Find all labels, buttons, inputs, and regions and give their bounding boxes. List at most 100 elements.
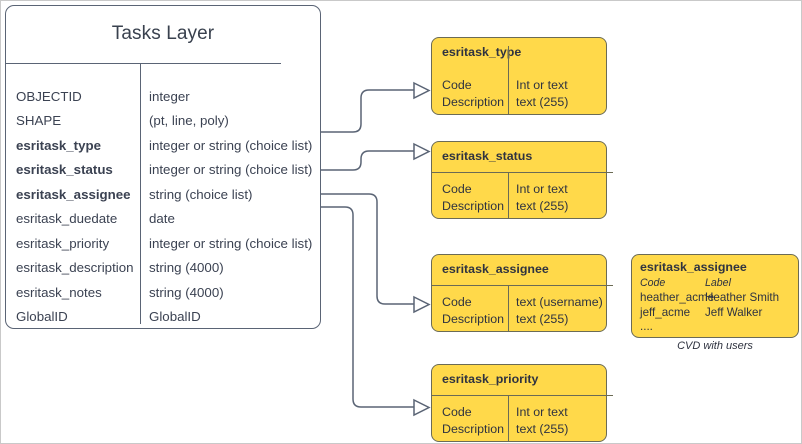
field-name: esritask_status [16,162,113,178]
table-row: Description text (255) [432,94,606,112]
domain-row-value: Int or text [516,404,568,419]
table-row[interactable]: esritask_assignee string (choice list) [6,182,320,207]
field-name: esritask_duedate [16,211,118,227]
list-item: .... [632,320,798,335]
cvd-caption: CVD with users [677,340,753,352]
domain-title: esritask_type [442,45,522,59]
entity-title-divider [6,63,281,64]
arrowhead-status [413,142,431,161]
domain-row-value: text (255) [516,312,569,327]
table-row: Code Int or text [432,403,606,421]
list-item: heather_acme Heather Smith [632,291,798,306]
table-row[interactable]: esritask_priority integer or string (cho… [6,231,320,256]
connector-assignee [321,193,414,305]
table-row[interactable]: GlobalID GlobalID [6,305,320,330]
field-name: SHAPE [16,113,62,129]
field-name: OBJECTID [16,88,82,104]
domain-row-value: text (255) [516,199,569,214]
field-type: GlobalID [149,309,201,325]
entity-tasks-layer[interactable]: Tasks Layer OBJECTID integer SHAPE (pt, … [5,5,321,329]
table-row[interactable]: esritask_duedate date [6,207,320,232]
table-row[interactable]: OBJECTID integer [6,84,320,109]
table-row: Description text (255) [432,311,606,329]
domain-body: Code text (username) Description text (2… [432,293,606,328]
domain-header-divider [432,172,613,173]
domain-body: Code Int or text Description text (255) [432,403,606,438]
field-type: string (choice list) [149,186,253,202]
cvd-title: esritask_assignee [640,260,747,274]
field-name: esritask_description [16,260,134,276]
table-row: Code text (username) [432,293,606,311]
field-type: date [149,211,175,227]
connector-status [321,150,414,171]
domain-body: Code Int or text Description text (255) [432,76,606,111]
domain-row-label: Description [442,199,504,214]
domain-row-label: Code [442,77,472,92]
domain-column-divider [508,172,509,218]
field-name: esritask_notes [16,284,102,300]
table-row: Description text (255) [432,198,606,216]
domain-title: esritask_status [442,149,533,163]
page-title: Tasks Layer [111,23,215,44]
domain-row-label: Code [442,404,472,419]
domain-title: esritask_assignee [442,262,549,276]
domain-row-label: Code [442,181,472,196]
field-type: (pt, line, poly) [149,113,229,129]
cvd-sample-box[interactable]: esritask_assignee Code Label heather_acm… [631,254,799,338]
domain-row-label: Description [442,95,504,110]
field-type: string (4000) [149,260,224,276]
cvd-code: jeff_acme [640,305,691,319]
domain-row-label: Description [442,312,504,327]
table-row: Code Int or text [432,76,606,94]
arrowhead-priority [413,398,431,417]
cvd-code: heather_acme [640,291,715,305]
domain-row-value: text (255) [516,422,569,437]
table-row[interactable]: esritask_notes string (4000) [6,280,320,305]
domain-title: esritask_priority [442,372,539,386]
field-name: GlobalID [16,309,68,325]
cvd-body: Code Label heather_acme Heather Smith je… [632,276,798,334]
domain-row-value: text (username) [516,294,603,309]
domain-table-esritask-priority[interactable]: esritask_priority Code Int or text Descr… [431,364,613,442]
field-type: integer [149,88,190,104]
arrowhead-type [413,81,431,100]
domain-row-value: Int or text [516,77,568,92]
domain-row-value: text (255) [516,95,569,110]
cvd-header-row: Code Label [632,276,798,291]
table-row[interactable]: esritask_description string (4000) [6,256,320,281]
cvd-header-label: Label [705,277,731,290]
domain-column-divider [508,46,509,114]
field-name: esritask_assignee [16,186,131,202]
field-name: esritask_priority [16,235,110,251]
field-type: integer or string (choice list) [149,235,313,251]
cvd-label: Heather Smith [705,291,780,305]
domain-header-divider [432,395,613,396]
domain-row-label: Code [442,294,472,309]
field-type: string (4000) [149,284,224,300]
table-row: Description text (255) [432,421,606,439]
entity-column-divider [140,64,141,324]
entity-field-list: OBJECTID integer SHAPE (pt, line, poly) … [6,84,320,329]
domain-column-divider [508,285,509,331]
table-row[interactable]: SHAPE (pt, line, poly) [6,109,320,134]
domain-header-divider [432,285,613,286]
table-row: Code Int or text [432,180,606,198]
table-row[interactable]: esritask_type integer or string (choice … [6,133,320,158]
connector-priority [321,206,414,408]
field-name: esritask_type [16,137,102,153]
connector-type [321,89,414,133]
domain-table-esritask-assignee[interactable]: esritask_assignee Code text (username) D… [431,254,613,332]
arrowhead-assignee [413,295,431,314]
domain-table-esritask-type[interactable]: esritask_type Code Int or text Descripti… [431,37,607,115]
table-row[interactable]: esritask_status integer or string (choic… [6,158,320,183]
cvd-header-code: Code [640,277,666,290]
domain-column-divider [508,395,509,441]
domain-row-value: Int or text [516,181,568,196]
domain-table-esritask-status[interactable]: esritask_status Code Int or text Descrip… [431,141,613,219]
list-item: jeff_acme Jeff Walker [632,305,798,320]
field-type: integer or string (choice list) [149,162,313,178]
domain-body: Code Int or text Description text (255) [432,180,606,215]
domain-row-label: Description [442,422,504,437]
cvd-code: .... [640,320,653,334]
